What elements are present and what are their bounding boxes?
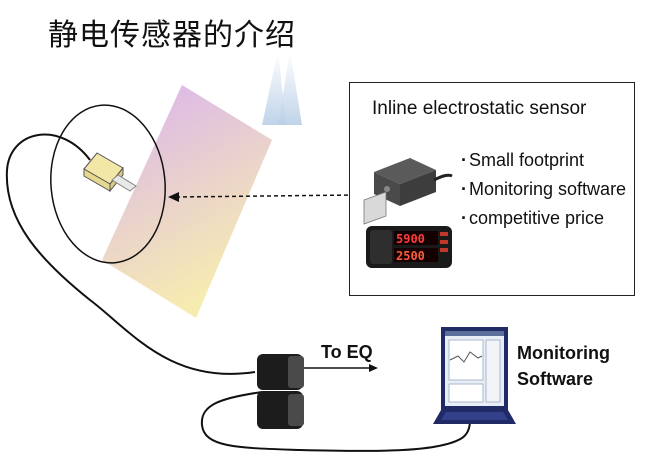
feature-item: Monitoring software: [461, 175, 626, 204]
connector-icon: [257, 354, 304, 429]
product-photo: 5900 2500: [363, 158, 453, 268]
feature-list: Small footprint Monitoring software comp…: [461, 146, 626, 233]
sensor-cable: [5, 133, 256, 375]
monitoring-label-line2: Software: [517, 369, 594, 389]
glass-panel: [102, 85, 272, 318]
page-title: 静电传感器的介绍: [48, 18, 296, 53]
feature-item: Small footprint: [461, 146, 626, 175]
ionizer-sensor-icon: [363, 158, 453, 225]
ion-beam-icon: [262, 50, 302, 125]
display-unit-icon: 5900 2500: [366, 226, 452, 268]
monitoring-software-label: Monitoring Software: [517, 340, 610, 392]
display-top-value: 5900: [396, 232, 425, 246]
sensor-head-icon: [83, 152, 137, 193]
monitoring-label-line1: Monitoring: [517, 343, 610, 363]
feature-item: competitive price: [461, 204, 626, 233]
focus-circle: [50, 104, 166, 264]
dashed-arrow: [175, 194, 356, 198]
connector-cable: [200, 391, 471, 452]
to-eq-label: To EQ: [321, 342, 373, 362]
display-bottom-value: 2500: [396, 249, 425, 263]
laptop-icon: [433, 327, 516, 424]
info-box-title: Inline electrostatic sensor: [372, 98, 587, 119]
